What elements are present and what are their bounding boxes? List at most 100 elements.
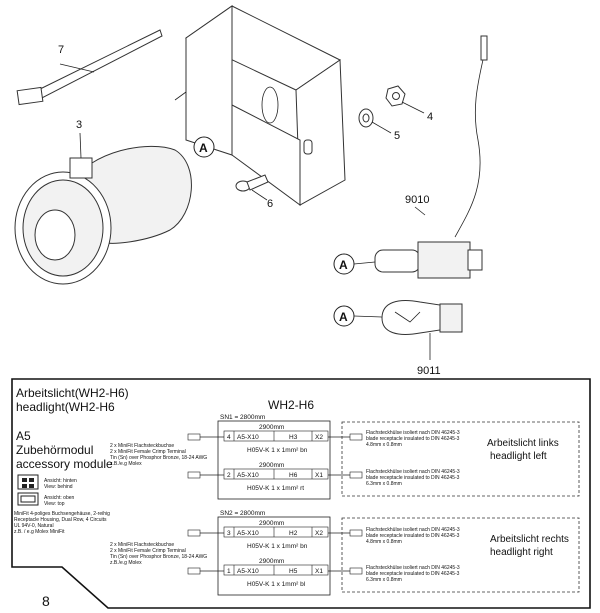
- svg-text:2900mm: 2900mm: [259, 462, 284, 469]
- left-light-box: [341, 421, 580, 497]
- housing-line-4: z.B. / e.g Molex MiniFit: [14, 529, 65, 535]
- svg-text:H3: H3: [289, 434, 298, 441]
- svg-text:H6: H6: [289, 472, 298, 479]
- panel-frame: [11, 378, 591, 609]
- svg-text:blade receptacle insulated to: blade receptacle insulated to DIN 46245-…: [366, 436, 460, 442]
- svg-text:H5: H5: [289, 568, 298, 575]
- svg-text:H05V-K 1 x 1mm² bl: H05V-K 1 x 1mm² bl: [247, 581, 306, 588]
- view-rear-en: View: behind: [44, 484, 73, 490]
- right-light-de: Arbeitslicht rechts: [490, 534, 569, 545]
- cable-tie: 7: [16, 29, 163, 106]
- title-en: headlight(WH2-H6: [16, 400, 115, 414]
- receptacle-note: Flachsteckhülse isoliert nach DIN 46245-…: [366, 565, 460, 583]
- svg-text:X1: X1: [315, 472, 323, 479]
- wire-group-1: [217, 420, 331, 500]
- svg-text:A: A: [339, 258, 348, 272]
- svg-text:Flachsteckhülse isoliert nach: Flachsteckhülse isoliert nach DIN 46245-…: [366, 527, 460, 533]
- svg-text:H05V-K 1 x 1mm² bn: H05V-K 1 x 1mm² bn: [247, 543, 308, 550]
- wire-group-2: [217, 516, 331, 596]
- callout-9010: 9010: [405, 194, 429, 206]
- svg-text:H2: H2: [289, 530, 298, 537]
- callout-3: 3: [76, 119, 82, 131]
- sn1-length: SN1 = 2800mm: [220, 414, 265, 421]
- nut: 4: [385, 85, 433, 123]
- svg-text:X2: X2: [315, 530, 323, 537]
- view-top-de: Ansicht: oben: [44, 495, 75, 501]
- receptacle-note: Flachsteckhülse isoliert nach DIN 46245-…: [366, 527, 460, 545]
- svg-text:z.B./e.g Molex: z.B./e.g Molex: [110, 560, 142, 566]
- callout-4: 4: [427, 111, 433, 123]
- svg-text:A5-X10: A5-X10: [237, 434, 259, 441]
- callout-9011: 9011: [417, 365, 441, 377]
- svg-text:2900mm: 2900mm: [259, 558, 284, 565]
- module-en: accessory module: [16, 457, 113, 471]
- section-number: 8: [42, 593, 50, 609]
- svg-text:2 x MiniFit Flachsteckbuchse: 2 x MiniFit Flachsteckbuchse: [110, 443, 174, 449]
- svg-text:3: 3: [227, 530, 231, 537]
- module-de: Zubehörmodul: [16, 443, 93, 457]
- wire-row: 2900mm 4 A5-X10 H3 X2 H05V-K 1 x 1mm² bn: [223, 424, 329, 454]
- washer: 5: [358, 108, 400, 142]
- wire-row: 2900mm 1 A5-X10 H5 X1 H05V-K 1 x 1mm² bl: [223, 558, 329, 588]
- svg-text:2 x MiniFit Flachsteckbuchse: 2 x MiniFit Flachsteckbuchse: [110, 542, 174, 548]
- connector-rear-view-icon: [17, 474, 39, 490]
- right-light-en: headlight right: [490, 547, 553, 558]
- svg-text:1: 1: [227, 568, 231, 575]
- callout-7: 7: [58, 44, 64, 56]
- bolt: 6: [235, 174, 273, 210]
- mounting-bracket: [174, 5, 346, 206]
- sn2-length: SN2 = 2800mm: [220, 510, 265, 517]
- left-light-de: Arbeitslicht links: [487, 438, 559, 449]
- svg-text:z.B./e.g Molex: z.B./e.g Molex: [110, 461, 142, 467]
- view-top-en: View: top: [44, 501, 65, 507]
- svg-text:Flachsteckhülse isoliert nach: Flachsteckhülse isoliert nach DIN 46245-…: [366, 565, 460, 571]
- crimp-info-bottom: 2 x MiniFit Flachsteckbuchse 2 x MiniFit…: [110, 542, 207, 566]
- svg-text:blade receptacle insulated to: blade receptacle insulated to DIN 46245-…: [366, 475, 460, 481]
- harness-name: WH2-H6: [268, 398, 314, 412]
- connector-marker-a-bracket: A: [193, 136, 215, 158]
- svg-text:A5-X10: A5-X10: [237, 472, 259, 479]
- svg-text:6.3mm x 0.8mm: 6.3mm x 0.8mm: [366, 577, 402, 583]
- svg-text:X1: X1: [315, 568, 323, 575]
- housing-line-3: UL 94V-0, Natural: [14, 523, 54, 529]
- svg-text:blade receptacle insulated to: blade receptacle insulated to DIN 46245-…: [366, 571, 460, 577]
- callout-6: 6: [267, 198, 273, 210]
- svg-text:Flachsteckhülse isoliert nach: Flachsteckhülse isoliert nach DIN 46245-…: [366, 430, 460, 436]
- svg-text:6.3mm x 0.8mm: 6.3mm x 0.8mm: [366, 481, 402, 487]
- svg-text:A: A: [339, 310, 348, 324]
- receptacle-note: Flachsteckhülse isoliert nach DIN 46245-…: [366, 430, 460, 448]
- right-light-box: [341, 517, 580, 593]
- svg-text:2900mm: 2900mm: [259, 424, 284, 431]
- svg-text:A: A: [199, 141, 208, 155]
- title-de: Arbeitslicht(WH2-H6): [16, 386, 129, 400]
- headlight: 3: [14, 119, 192, 285]
- module-id: A5: [16, 429, 31, 443]
- svg-text:X2: X2: [315, 434, 323, 441]
- connector-marker-a-bulb-w5w: A: [333, 305, 383, 327]
- bulb-h3: 9010: [374, 35, 488, 279]
- wire-leads: [187, 433, 363, 575]
- left-light-en: headlight left: [490, 451, 547, 462]
- wire-row: 2900mm 3 A5-X10 H2 X2 H05V-K 1 x 1mm² bn: [223, 520, 329, 550]
- connector-marker-a-bulb-h3: A: [333, 253, 376, 275]
- svg-text:2: 2: [227, 472, 231, 479]
- svg-text:H05V-K 1 x 1mm² rt: H05V-K 1 x 1mm² rt: [247, 485, 304, 492]
- bulb-w5w: 9011: [381, 300, 463, 377]
- housing-line-2: Receptacle Housing, Dual Row, 4 Circuits: [14, 517, 107, 523]
- svg-text:2 x MiniFit Female Crimp Termi: 2 x MiniFit Female Crimp Terminal: [110, 449, 186, 455]
- housing-line-1: MiniFit 4-poliges Buchsengehäuse, 2-reih…: [14, 511, 110, 517]
- crimp-info-top: 2 x MiniFit Flachsteckbuchse 2 x MiniFit…: [110, 443, 207, 467]
- connector-top-view-icon: [17, 492, 39, 506]
- svg-text:Tin (Sn) over Phosphor Bronze,: Tin (Sn) over Phosphor Bronze, 18-24 AWG: [110, 455, 207, 461]
- svg-text:blade receptacle insulated to: blade receptacle insulated to DIN 46245-…: [366, 533, 460, 539]
- receptacle-note: Flachsteckhülse isoliert nach DIN 46245-…: [366, 469, 460, 487]
- view-rear-de: Ansicht: hinten: [44, 478, 77, 484]
- svg-text:A5-X10: A5-X10: [237, 530, 259, 537]
- exploded-view: 7 3 A: [14, 5, 488, 377]
- svg-text:4.8mm x 0.8mm: 4.8mm x 0.8mm: [366, 539, 402, 545]
- svg-text:H05V-K 1 x 1mm² bn: H05V-K 1 x 1mm² bn: [247, 447, 308, 454]
- callout-5: 5: [394, 130, 400, 142]
- svg-text:2 x MiniFit Female Crimp Termi: 2 x MiniFit Female Crimp Terminal: [110, 548, 186, 554]
- svg-text:4.8mm x 0.8mm: 4.8mm x 0.8mm: [366, 442, 402, 448]
